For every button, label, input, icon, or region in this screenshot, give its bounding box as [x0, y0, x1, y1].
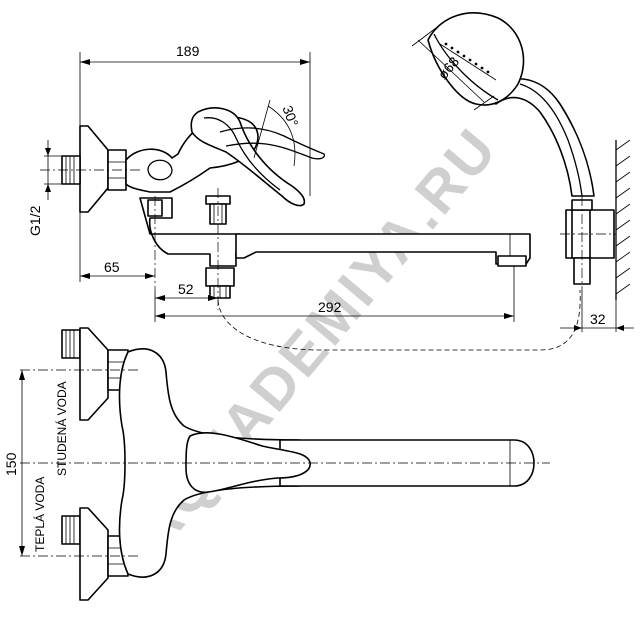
dim-thread: G1/2: [27, 205, 43, 236]
dim-inlet-spacing: 150: [3, 452, 19, 476]
lever-raised-outline: [219, 127, 326, 160]
dim-inlet-offset: 65: [104, 259, 120, 275]
label-cold-water: STUDENÁ VODA: [54, 381, 69, 476]
dim-diverter-offset: 52: [178, 281, 194, 297]
inlet-nipple-cold: [61, 329, 81, 359]
shower-head: [427, 12, 525, 106]
wall-flange-cold: [79, 327, 109, 421]
shower-outlet: [205, 267, 235, 287]
lever-top: [185, 432, 311, 493]
dim-overall-length: 189: [176, 43, 200, 59]
shower-assembly: [411, 12, 631, 300]
top-view: [20, 327, 550, 601]
spout: [235, 233, 531, 265]
dim-spout-length: 292: [318, 299, 342, 315]
wall-flange: [79, 125, 109, 213]
label-hot-water: TEPLÁ VODA: [32, 477, 47, 552]
shower-hose: [217, 289, 581, 351]
inlet-nipple-hot: [61, 515, 81, 545]
lever-handle: [190, 107, 306, 207]
angle-arc: [267, 105, 296, 167]
dim-holder-offset: 32: [590, 311, 606, 327]
side-view: [40, 99, 531, 310]
wall-flange-hot: [79, 507, 109, 601]
aerator: [497, 255, 527, 267]
inlet-spacing-dimension: 150 STUDENÁ VODA TEPLÁ VODA: [3, 370, 69, 556]
dim-lever-angle: 30°: [279, 103, 301, 128]
